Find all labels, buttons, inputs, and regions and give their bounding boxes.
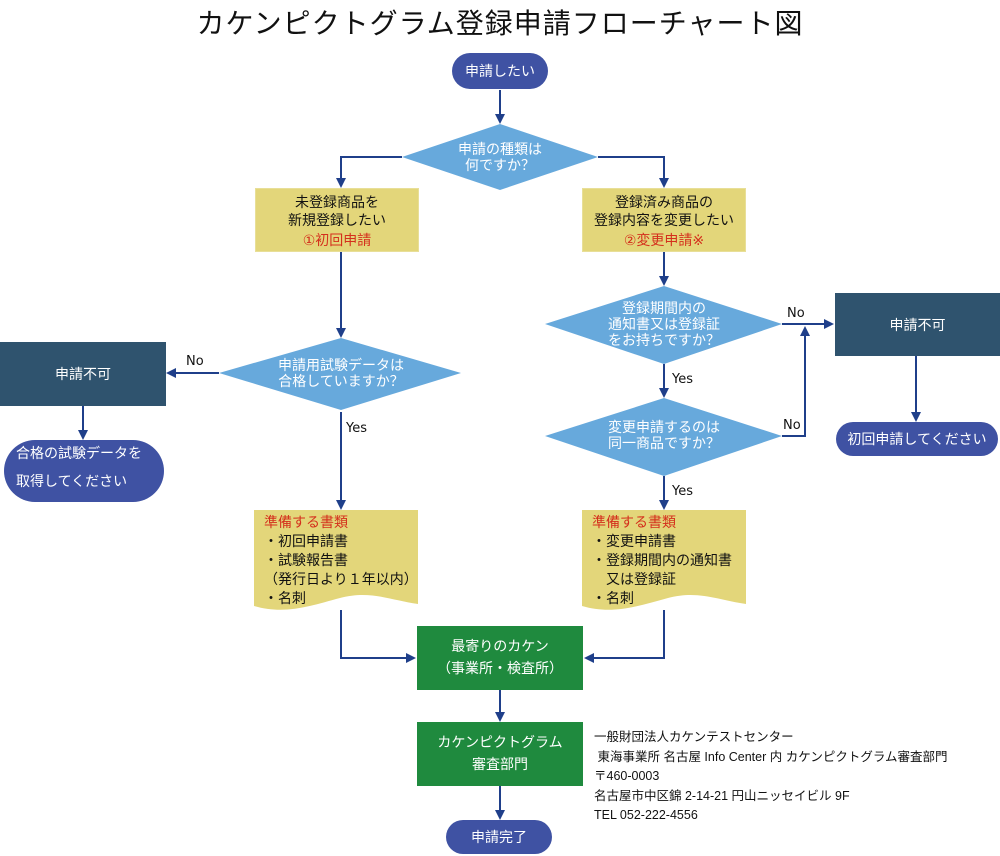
label-yes-same: Yes bbox=[672, 484, 693, 499]
decision-same-shape bbox=[545, 398, 782, 476]
reject-left-action-line2: 取得してください bbox=[16, 474, 128, 490]
decision-notice-line2: 通知書又は登録証 bbox=[608, 317, 720, 333]
label-yes-notice: Yes bbox=[672, 372, 693, 387]
reject-left-action-line1: 合格の試験データを bbox=[16, 446, 142, 462]
arrow-type-to-new bbox=[336, 156, 402, 188]
branch-change-line1: 登録済み商品の bbox=[615, 195, 713, 211]
nearest-office-line2: （事業所・検査所） bbox=[437, 661, 563, 677]
branch-change-registration: 登録済み商品の 登録内容を変更したい ②変更申請※ bbox=[582, 188, 746, 252]
reject-right-action: 初回申請してください bbox=[836, 422, 998, 456]
docs-new-item: ・初回申請書 bbox=[264, 534, 348, 550]
reject-left-action: 合格の試験データを 取得してください bbox=[4, 440, 164, 502]
page-title: カケンピクトグラム登録申請フローチャート図 bbox=[196, 7, 804, 40]
arrow-docs-change-to-office bbox=[584, 610, 665, 663]
reject-right-box: 申請不可 bbox=[835, 293, 1000, 356]
label-yes-test: Yes bbox=[346, 421, 367, 436]
label-no-same: No bbox=[783, 418, 801, 433]
decision-type-line1: 申請の種類は bbox=[458, 142, 542, 158]
contact-phone: TEL 052-222-4556 bbox=[594, 808, 698, 822]
docs-new-heading: 準備する書類 bbox=[264, 515, 348, 531]
contact-info: 一般財団法人カケンテストセンター 東海事業所 名古屋 Info Center 内… bbox=[594, 728, 1000, 826]
decision-type-line2: 何ですか？ bbox=[465, 158, 535, 174]
branch-new-tag: ①初回申請 bbox=[302, 233, 372, 249]
docs-change-heading: 準備する書類 bbox=[592, 515, 676, 531]
branch-new-line1: 未登録商品を bbox=[295, 195, 379, 211]
decision-same-line2: 同一商品ですか？ bbox=[608, 436, 720, 452]
review-dept-line1: カケンピクトグラム bbox=[437, 735, 563, 751]
docs-new-shape bbox=[254, 510, 418, 610]
decision-type-shape bbox=[402, 124, 598, 190]
branch-new-registration: 未登録商品を 新規登録したい ①初回申請 bbox=[255, 188, 419, 252]
docs-new: 準備する書類 ・初回申請書 ・試験報告書 （発行日より１年以内） ・名刺 bbox=[256, 510, 418, 607]
decision-test: 申請用試験データは 合格していますか？ bbox=[261, 352, 421, 396]
contact-address: 名古屋市中区錦 2-14-21 円山ニッセイビル 9F bbox=[594, 788, 850, 803]
reject-left-box: 申請不可 bbox=[0, 342, 166, 406]
review-dept-box: カケンピクトグラム 審査部門 bbox=[417, 722, 583, 786]
arrow-type-to-change bbox=[598, 156, 669, 188]
label-no-notice: No bbox=[787, 306, 805, 321]
decision-notice-line3: をお持ちですか？ bbox=[608, 333, 720, 349]
decision-test-line2: 合格していますか？ bbox=[278, 374, 404, 390]
docs-new-item: （発行日より１年以内） bbox=[264, 572, 418, 588]
arrow-docs-new-to-office bbox=[340, 610, 416, 663]
decision-test-shape bbox=[219, 338, 461, 410]
label-no-test: No bbox=[186, 354, 204, 369]
decision-same: 変更申請するのは 同一商品ですか？ bbox=[584, 416, 744, 456]
nearest-office-line1: 最寄りのカケン bbox=[451, 639, 549, 655]
decision-same-line1: 変更申請するのは bbox=[608, 420, 720, 436]
docs-change-item: ・名刺 bbox=[592, 591, 634, 607]
branch-change-tag: ②変更申請※ bbox=[623, 233, 705, 249]
contact-dept: 東海事業所 名古屋 Info Center 内 カケンピクトグラム審査部門 bbox=[594, 749, 948, 764]
decision-notice-shape bbox=[545, 286, 782, 364]
contact-postal: 〒460-0003 bbox=[594, 769, 660, 783]
arrow-same-no bbox=[782, 326, 810, 437]
docs-change-item: ・変更申請書 bbox=[592, 534, 676, 550]
start-terminal: 申請したい bbox=[452, 53, 548, 89]
decision-test-line1: 申請用試験データは bbox=[278, 358, 404, 374]
end-terminal: 申請完了 bbox=[446, 820, 552, 854]
decision-notice: 登録期間内の 通知書又は登録証 をお持ちですか？ bbox=[584, 300, 744, 350]
contact-org: 一般財団法人カケンテストセンター bbox=[594, 730, 794, 744]
review-dept-line2: 審査部門 bbox=[472, 757, 528, 773]
docs-change-shape bbox=[582, 510, 746, 610]
decision-type: 申請の種類は 何ですか？ bbox=[420, 136, 580, 180]
docs-change-item: ・登録期間内の通知書 bbox=[592, 553, 732, 569]
decision-notice-line1: 登録期間内の bbox=[622, 301, 706, 317]
docs-new-item: ・試験報告書 bbox=[264, 553, 348, 569]
nearest-office-box: 最寄りのカケン （事業所・検査所） bbox=[417, 626, 583, 690]
docs-change: 準備する書類 ・変更申請書 ・登録期間内の通知書 又は登録証 ・名刺 bbox=[584, 510, 746, 607]
docs-new-item: ・名刺 bbox=[264, 591, 306, 607]
branch-new-line2: 新規登録したい bbox=[288, 213, 386, 229]
docs-change-item: 又は登録証 bbox=[592, 572, 676, 588]
branch-change-line2: 登録内容を変更したい bbox=[594, 213, 734, 229]
